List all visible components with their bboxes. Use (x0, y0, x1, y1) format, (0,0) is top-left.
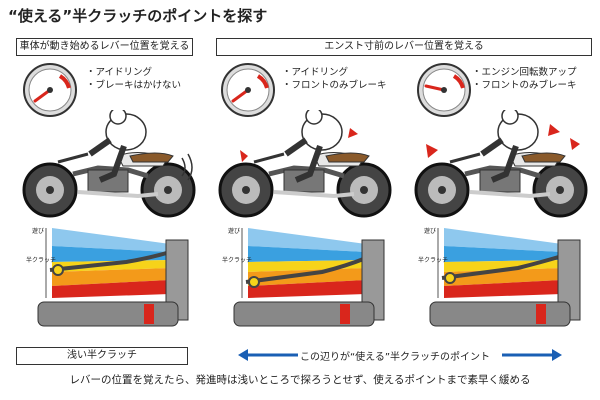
play-label-3: 遊び (424, 228, 437, 235)
panel1-bullet-1: ・アイドリング (86, 67, 153, 78)
play-label-2: 遊び (228, 228, 241, 235)
clutch-lever-diagram (37, 228, 189, 327)
right-arrow-icon (502, 349, 562, 361)
tachometer-icon (417, 63, 471, 117)
panel2-bullet-2: ・フロントのみブレーキ (282, 80, 387, 91)
page-title: “使える”半クラッチのポイントを探す (8, 7, 268, 25)
motorcycle-rider-illustration (414, 110, 588, 218)
left-arrow-icon (238, 349, 298, 361)
half-clutch-label-3: 半クラッチ (418, 257, 449, 264)
clutch-lever-diagram (233, 228, 385, 327)
usable-point-label: この辺りが“使える”半クラッチのポイント (300, 352, 491, 363)
panel3-bullet-1: ・エンジン回転数アップ (472, 67, 577, 78)
header-right-box: エンスト寸前のレバー位置を覚える (216, 38, 592, 56)
motorcycle-rider-illustration (218, 110, 392, 218)
panel2-bullet-1: ・アイドリング (282, 67, 349, 78)
clutch-lever-diagram (429, 228, 581, 327)
footer-caption: レバーの位置を覚えたら、発進時は浅いところで探ろうとせず、使えるポイントまで素早… (69, 374, 531, 386)
header-left-box: 車体が動き始めるレバー位置を覚える (16, 38, 193, 56)
half-clutch-label-1: 半クラッチ (26, 257, 57, 264)
half-clutch-label-2: 半クラッチ (222, 257, 253, 264)
panel3-bullet-2: ・フロントのみブレーキ (472, 80, 577, 91)
shallow-half-clutch-box: 浅い半クラッチ (16, 347, 188, 365)
tachometer-icon (23, 63, 77, 117)
tachometer-icon (221, 63, 275, 117)
panel1-bullet-2: ・ブレーキはかけない (86, 80, 182, 91)
motorcycle-rider-illustration (22, 110, 196, 218)
play-label-1: 遊び (32, 228, 45, 235)
